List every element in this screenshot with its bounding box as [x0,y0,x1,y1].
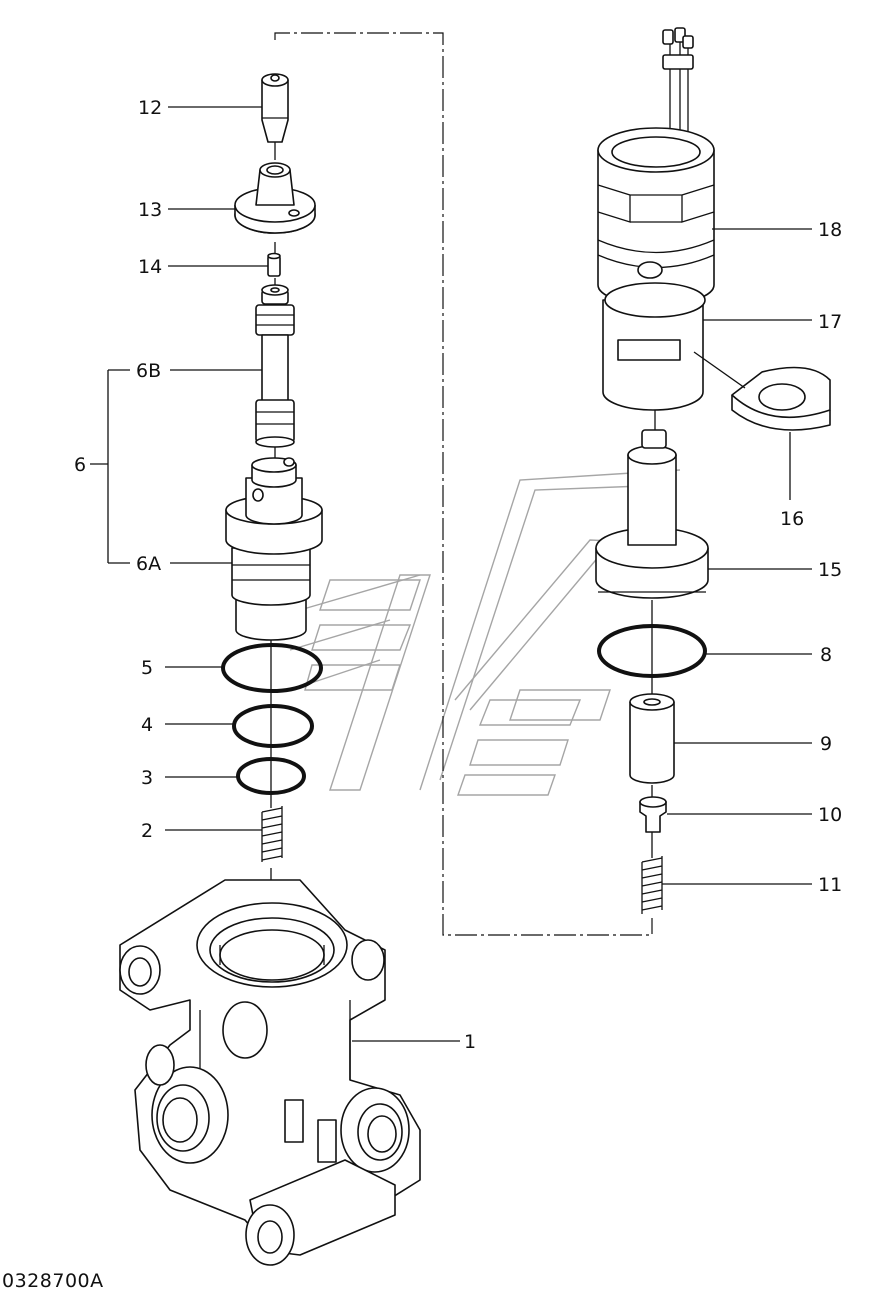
leader-lines [90,106,812,1042]
callout-11: 11 [818,874,842,896]
part-13-flange [234,162,316,234]
part-9-plunger [629,693,675,784]
callout-8: 8 [820,644,832,666]
callout-1: 1 [464,1031,476,1053]
callout-5: 5 [141,657,153,679]
part-16-plate [731,366,831,431]
callout-9: 9 [820,733,832,755]
callout-10: 10 [818,804,842,826]
part-1-valve-body [119,879,421,1266]
callout-12: 12 [138,97,162,119]
part-4-o-ring [232,704,314,748]
part-11-spring [641,856,663,914]
right-axis-line [651,408,656,858]
callout-3: 3 [141,767,153,789]
callout-2: 2 [141,820,153,842]
part-17-coil [602,282,706,411]
callout-17: 17 [818,311,842,333]
part-6a-sleeve [225,457,323,641]
part-2-spring [261,806,283,862]
callout-16: 16 [780,508,804,530]
watermark-logo [289,469,701,796]
part-14-pin [267,252,281,277]
callout-6: 6 [74,454,86,476]
callout-labels: 12 13 14 6B 6 6A 5 4 3 2 1 18 17 16 15 8… [74,97,842,1053]
drawing-code: 0328700A [2,1270,104,1292]
callout-13: 13 [138,199,162,221]
callout-14: 14 [138,256,162,278]
part-10-seat [639,796,667,833]
part-6b-spool [255,284,295,448]
callout-6b: 6B [136,360,161,382]
callout-18: 18 [818,219,842,241]
part-8-o-ring [597,624,707,678]
callout-4: 4 [141,714,153,736]
part-15-core-guide [595,429,709,599]
callout-15: 15 [818,559,842,581]
callout-6a: 6A [136,553,161,575]
part-5-o-ring [221,643,323,693]
connector-chain [274,32,653,936]
part-12-nozzle [261,73,289,143]
part-18-solenoid [597,27,715,306]
part-3-o-ring [236,757,306,795]
